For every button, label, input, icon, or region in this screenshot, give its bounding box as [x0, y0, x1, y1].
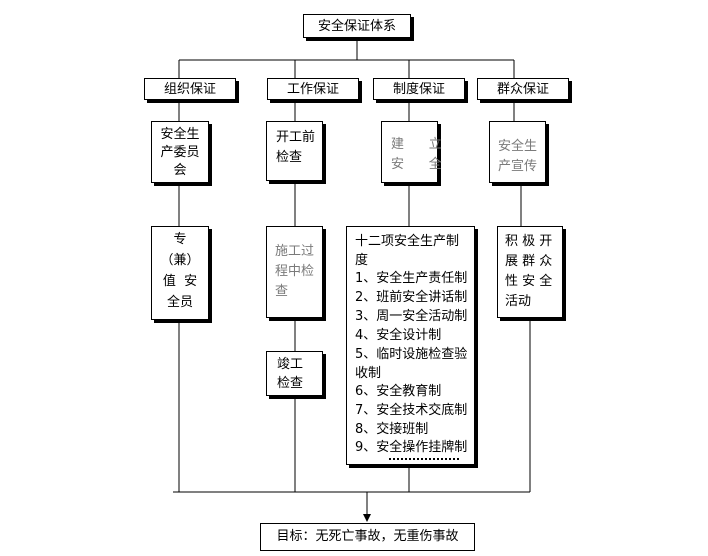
- pre-construction-check-box: 开工前 检查: [266, 121, 323, 181]
- safety-committee-box: 安全生 产委员 会: [151, 121, 209, 183]
- officer-line-1: 专: [173, 232, 187, 247]
- committee-line-2: 产委员: [160, 145, 200, 160]
- pre-check-line-2: 检查: [276, 150, 303, 165]
- category-mass: 群众保证: [477, 78, 569, 100]
- rule-item: 3、周一安全活动制: [355, 309, 468, 324]
- category-organization: 组织保证: [144, 78, 236, 100]
- category-label: 组织保证: [163, 82, 216, 97]
- safety-rules-box: 十二项安全生产制 度 1、安全生产责任制 2、班前安全讲话制 3、周一安全活动制…: [346, 226, 475, 465]
- pre-check-line-1: 开工前: [276, 130, 316, 145]
- category-work: 工作保证: [267, 78, 359, 100]
- arrow-head-icon: [363, 514, 371, 522]
- mass-activities-box: 积 极 开 展 群 众 性 安 全 活动: [497, 226, 563, 318]
- root-label: 安全保证体系: [317, 19, 396, 34]
- propaganda-line-2: 产宣传: [497, 159, 537, 174]
- officer-line-3: 值 安: [162, 274, 198, 289]
- process-check-line-1: 施工过: [275, 244, 315, 259]
- rules-title-line-1: 十二项安全生产制: [355, 234, 460, 249]
- safety-propaganda-box: 安全生 产宣传: [489, 121, 546, 183]
- rule-item: 4、安全设计制: [355, 328, 442, 343]
- category-system: 制度保证: [373, 78, 465, 100]
- final-check-line-1: 竣工: [277, 357, 304, 372]
- activities-line-3: 性 安 全: [505, 274, 553, 289]
- rule-item: 9、安全操作挂牌制: [355, 440, 468, 455]
- rule-item: 8、交接班制: [355, 422, 429, 437]
- establish-line-1: 建 立: [391, 137, 442, 152]
- rule-item: 2、班前安全讲话制: [355, 290, 468, 305]
- completion-check-box: 竣工 检查: [266, 351, 323, 396]
- truncation-dots: [389, 458, 459, 460]
- rule-item: 1、安全生产责任制: [355, 271, 468, 286]
- activities-line-2: 展 群 众: [505, 254, 553, 269]
- process-check-box: 施工过 程中检 查: [266, 226, 323, 318]
- category-label: 群众保证: [496, 82, 549, 97]
- propaganda-line-1: 安全生: [497, 139, 537, 154]
- activities-line-1: 积 极 开: [505, 234, 553, 249]
- committee-line-1: 安全生: [160, 127, 200, 142]
- category-label: 制度保证: [392, 82, 445, 97]
- officer-line-2: （兼）: [160, 253, 200, 268]
- process-check-line-2: 程中检: [275, 264, 315, 279]
- committee-line-3: 会: [173, 163, 187, 178]
- rules-title-line-2: 度: [355, 253, 369, 268]
- goal-label: 目标：无死亡事故，无重伤事故: [276, 529, 459, 544]
- rule-item: 5、临时设施检查验: [355, 347, 468, 362]
- establish-safety-box: 建 立 安 全: [381, 121, 442, 183]
- category-label: 工作保证: [286, 82, 339, 97]
- officer-line-4: 全员: [166, 295, 193, 310]
- root-box: 安全保证体系: [303, 14, 411, 38]
- rule-item: 收制: [355, 366, 382, 381]
- final-check-line-2: 检查: [277, 376, 304, 391]
- goal-box: 目标：无死亡事故，无重伤事故: [260, 523, 475, 551]
- safety-officer-box: 专 （兼） 值 安 全员: [151, 226, 209, 320]
- rule-item: 6、安全教育制: [355, 384, 442, 399]
- activities-line-4: 活动: [505, 294, 532, 309]
- establish-line-2: 安 全: [391, 157, 442, 172]
- rule-item: 7、安全技术交底制: [355, 403, 468, 418]
- process-check-line-3: 查: [275, 284, 289, 299]
